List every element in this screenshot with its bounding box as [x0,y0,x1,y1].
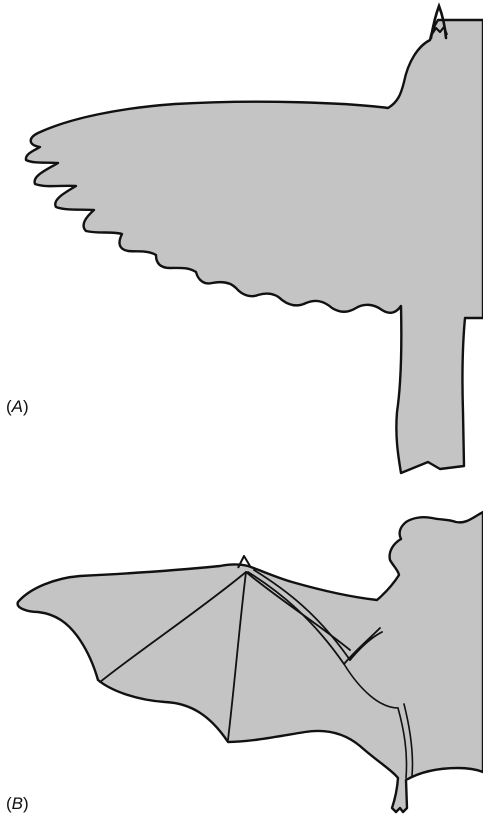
bird-silhouette [26,20,483,473]
panel-b-label: (B) [6,794,29,813]
panel-a: (A) [6,6,483,473]
panel-b: (B) [6,512,483,813]
panel-a-label: (A) [6,397,29,416]
